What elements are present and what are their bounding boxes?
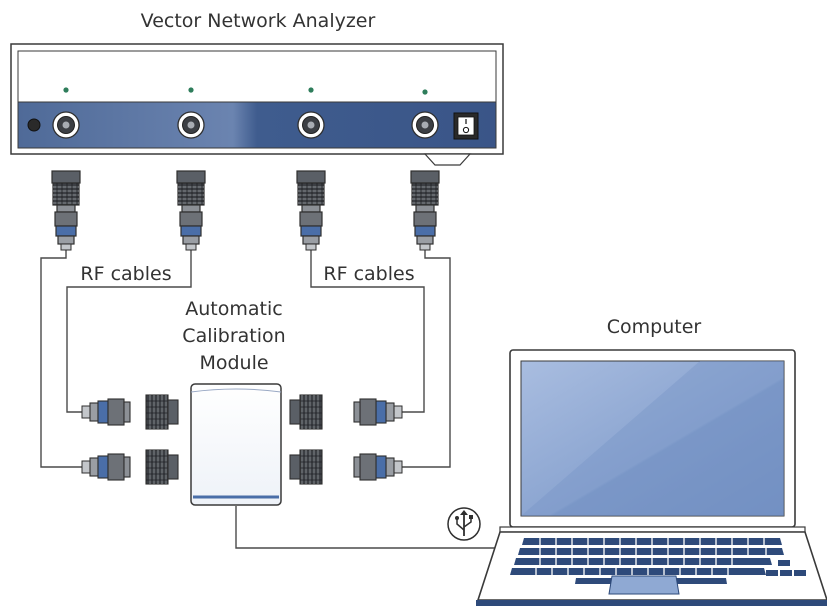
rf-cable-2	[66, 248, 192, 413]
acm-port-nut-1	[145, 394, 179, 430]
vna-port-3	[297, 111, 325, 139]
usb-cable	[235, 506, 508, 549]
vna-port-4	[411, 111, 439, 139]
rf-cable-3	[310, 248, 425, 413]
acm-label-line-2: Calibration	[182, 325, 286, 347]
cable-connector-2	[176, 170, 206, 251]
cable-connector-1	[51, 170, 81, 251]
vna-label: Vector Network Analyzer	[140, 10, 376, 32]
acm-label: Automatic Calibration Module	[179, 296, 289, 377]
computer-label: Computer	[606, 316, 702, 338]
rf-cables-label-left: RF cables	[80, 263, 172, 285]
ground-jack	[27, 118, 41, 132]
rf-cable-1	[40, 248, 82, 468]
usb-icon	[447, 507, 481, 541]
laptop-touchpad	[608, 575, 680, 595]
port-led-1	[63, 87, 69, 93]
vna-port-1	[52, 111, 80, 139]
port-led-2	[188, 87, 194, 93]
laptop	[476, 349, 827, 606]
acm-cable-plug-2	[81, 453, 131, 481]
power-switch-icon	[453, 112, 479, 140]
rf-cable-4	[402, 248, 451, 468]
port-led-4	[422, 89, 428, 95]
rf-cable-lines	[40, 248, 508, 549]
acm-label-line-3: Module	[199, 352, 269, 374]
vna-port-2	[177, 111, 205, 139]
acm-port-nut-2	[145, 449, 179, 485]
acm-label-line-1: Automatic	[185, 298, 283, 320]
laptop-screen	[520, 360, 785, 517]
cable-connector-3	[296, 170, 326, 251]
port-led-3	[308, 87, 314, 93]
acm-device	[81, 383, 403, 506]
acm-cable-plug-1	[81, 398, 131, 426]
rf-cables-label-right: RF cables	[323, 263, 415, 285]
vna-device	[10, 43, 504, 166]
cable-connector-4	[410, 170, 440, 251]
vna-cable-connectors	[51, 170, 440, 251]
